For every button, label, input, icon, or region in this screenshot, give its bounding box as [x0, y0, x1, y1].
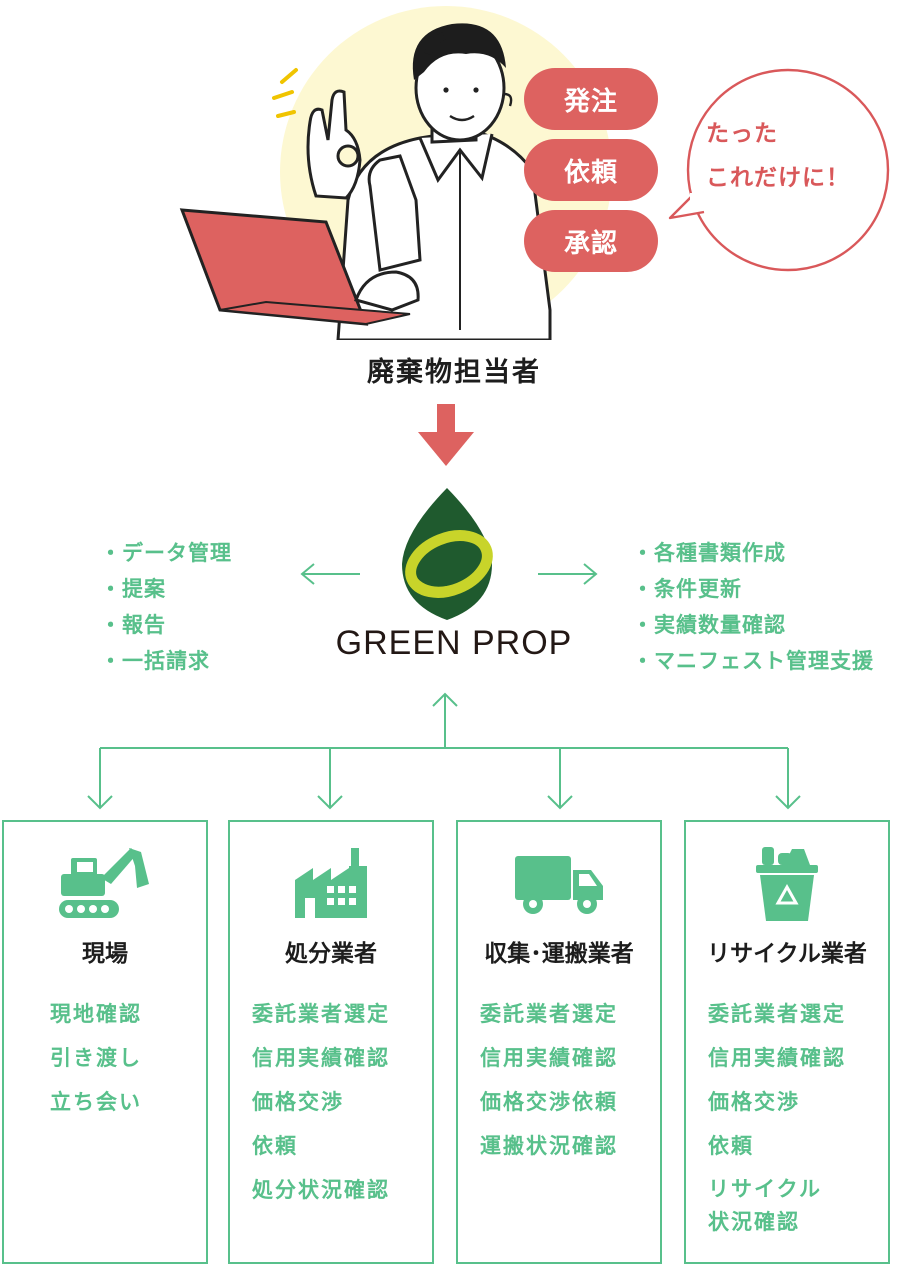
down-arrow-icon	[418, 404, 474, 466]
task-item: 現地確認	[50, 1002, 142, 1026]
task-list: 委託業者選定 信用実績確認 価格交渉 依頼 処分状況確認	[252, 992, 390, 1212]
task-list: 現地確認 引き渡し 立ち会い	[50, 992, 142, 1124]
task-item: 信用実績確認	[480, 1046, 618, 1070]
brand-name: GREEN PROP	[335, 624, 573, 662]
task-list: 委託業者選定 信用実績確認 価格交渉依頼 運搬状況確認	[480, 992, 618, 1168]
stakeholder-title: 現場	[82, 941, 128, 967]
task-item: 処分状況確認	[252, 1178, 390, 1202]
stakeholder-card-disposal: 処分業者 委託業者選定 信用実績確認 価格交渉 依頼 処分状況確認	[228, 820, 434, 1264]
speech-bubble-line-2: これだけに！	[706, 165, 850, 191]
task-item: 価格交渉	[708, 1090, 800, 1114]
feature-item: データ管理	[100, 535, 232, 571]
green-prop-logo-icon	[402, 488, 493, 620]
feature-item: 各種書類作成	[632, 535, 874, 571]
task-item: 依頼	[252, 1134, 298, 1158]
action-pill-order: 発注	[524, 68, 658, 130]
task-item: 委託業者選定	[480, 1002, 618, 1026]
stakeholder-card-transport: 収集･運搬業者 委託業者選定 信用実績確認 価格交渉依頼 運搬状況確認	[456, 820, 662, 1264]
stakeholder-title: リサイクル業者	[707, 941, 867, 967]
task-item: 委託業者選定	[708, 1002, 846, 1026]
speech-bubble	[668, 68, 890, 272]
task-item: 信用実績確認	[252, 1046, 390, 1070]
left-arrow-icon	[300, 563, 360, 585]
office-worker-illustration	[179, 23, 552, 340]
task-item: 委託業者選定	[252, 1002, 390, 1026]
task-item: 価格交渉	[252, 1090, 344, 1114]
feature-list-right: 各種書類作成 条件更新 実績数量確認 マニフェスト管理支援	[632, 535, 874, 679]
task-item: 引き渡し	[50, 1046, 142, 1070]
task-item: 信用実績確認	[708, 1046, 846, 1070]
task-item: 価格交渉依頼	[480, 1090, 618, 1114]
speech-bubble-text: たった これだけに！	[706, 112, 906, 200]
feature-item: 条件更新	[632, 571, 874, 607]
task-item: リサイクル 状況確認	[708, 1177, 822, 1234]
task-item: 依頼	[708, 1134, 754, 1158]
role-label: 廃棄物担当者	[367, 357, 541, 388]
stakeholder-title: 処分業者	[285, 941, 377, 967]
stakeholder-title: 収集･運搬業者	[484, 941, 634, 967]
right-arrow-icon	[538, 563, 598, 585]
feature-list-left: データ管理 提案 報告 一括請求	[100, 535, 232, 679]
connector-lines	[87, 692, 801, 810]
feature-item: 一括請求	[100, 643, 232, 679]
action-pill-request: 依頼	[524, 139, 658, 201]
speech-bubble-line-1: たった	[706, 121, 778, 147]
task-list: 委託業者選定 信用実績確認 価格交渉 依頼 リサイクル 状況確認	[708, 992, 846, 1239]
feature-item: マニフェスト管理支援	[632, 643, 874, 679]
excavator-icon	[4, 842, 206, 926]
feature-item: 報告	[100, 607, 232, 643]
stakeholder-card-site: 現場 現地確認 引き渡し 立ち会い	[2, 820, 208, 1264]
factory-icon	[230, 842, 432, 926]
truck-icon	[458, 842, 660, 926]
task-item: 運搬状況確認	[480, 1134, 618, 1158]
action-pill-approve: 承認	[524, 210, 658, 272]
stakeholder-card-recycling: リサイクル業者 委託業者選定 信用実績確認 価格交渉 依頼 リサイクル 状況確認	[684, 820, 890, 1264]
recycle-basket-icon	[686, 842, 888, 926]
feature-item: 提案	[100, 571, 232, 607]
task-item: 立ち会い	[50, 1090, 142, 1114]
feature-item: 実績数量確認	[632, 607, 874, 643]
